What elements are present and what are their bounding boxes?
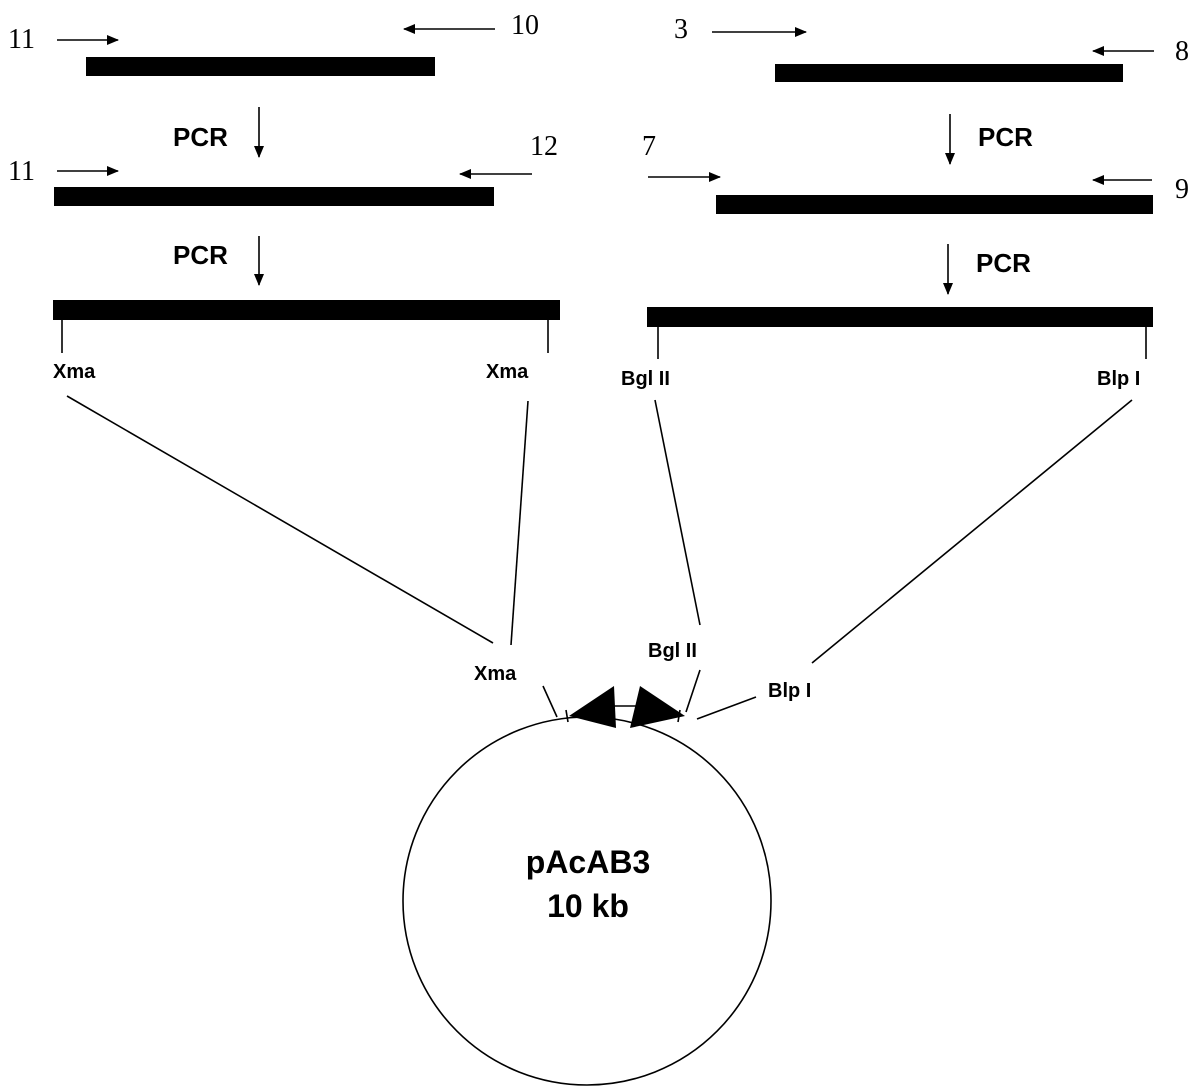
xma-left-site-label: Xma — [53, 361, 96, 383]
primer-11-label: 11 — [8, 24, 35, 55]
left-pcr-step-1-label: PCR — [173, 122, 228, 152]
left-pcr-step-2-label: PCR — [173, 240, 228, 270]
right-final-fragment — [647, 307, 1153, 327]
primer-12-label: 12 — [530, 131, 558, 162]
promoter-right-arrow-icon — [630, 686, 685, 728]
blp-fragment-site-label: Blp I — [1097, 368, 1140, 390]
plasmid-name: pAcAB3 — [526, 844, 650, 880]
primer-7-label: 7 — [642, 131, 656, 162]
bgl-vector-site-label: Bgl II — [648, 640, 697, 662]
bgl-vector-pointer — [685, 669, 701, 713]
left-final-fragment — [53, 300, 560, 320]
xma-vector-site-label: Xma — [474, 663, 517, 685]
bgl-fragment-site-label: Bgl II — [621, 368, 670, 390]
blp-connector — [811, 399, 1133, 664]
primer-10-label: 10 — [511, 10, 539, 41]
primer-9-label: 9 — [1175, 174, 1189, 205]
primer-3-label: 3 — [674, 14, 688, 45]
primer-11b-label: 11 — [8, 156, 35, 187]
left-pcr-product-1 — [54, 187, 494, 206]
right-pcr-step-1-label: PCR — [978, 122, 1033, 152]
xma-right-site-label: Xma — [486, 361, 529, 383]
xma-left-connector — [66, 395, 494, 644]
xma-right-connector — [510, 400, 529, 646]
bgl-connector — [654, 399, 701, 626]
plasmid-size: 10 kb — [547, 888, 629, 924]
promoter-left-arrow-icon — [569, 686, 616, 728]
xma-vector-pointer — [542, 685, 558, 718]
left-template-fragment — [86, 57, 435, 76]
primer-8-label: 8 — [1175, 36, 1189, 67]
right-pcr-step-2-label: PCR — [976, 248, 1031, 278]
right-template-fragment — [775, 64, 1123, 82]
right-pcr-product-1 — [716, 195, 1153, 214]
blp-vector-pointer — [696, 696, 757, 720]
blp-vector-site-label: Blp I — [768, 680, 811, 702]
xma-vector-tick — [565, 709, 569, 723]
